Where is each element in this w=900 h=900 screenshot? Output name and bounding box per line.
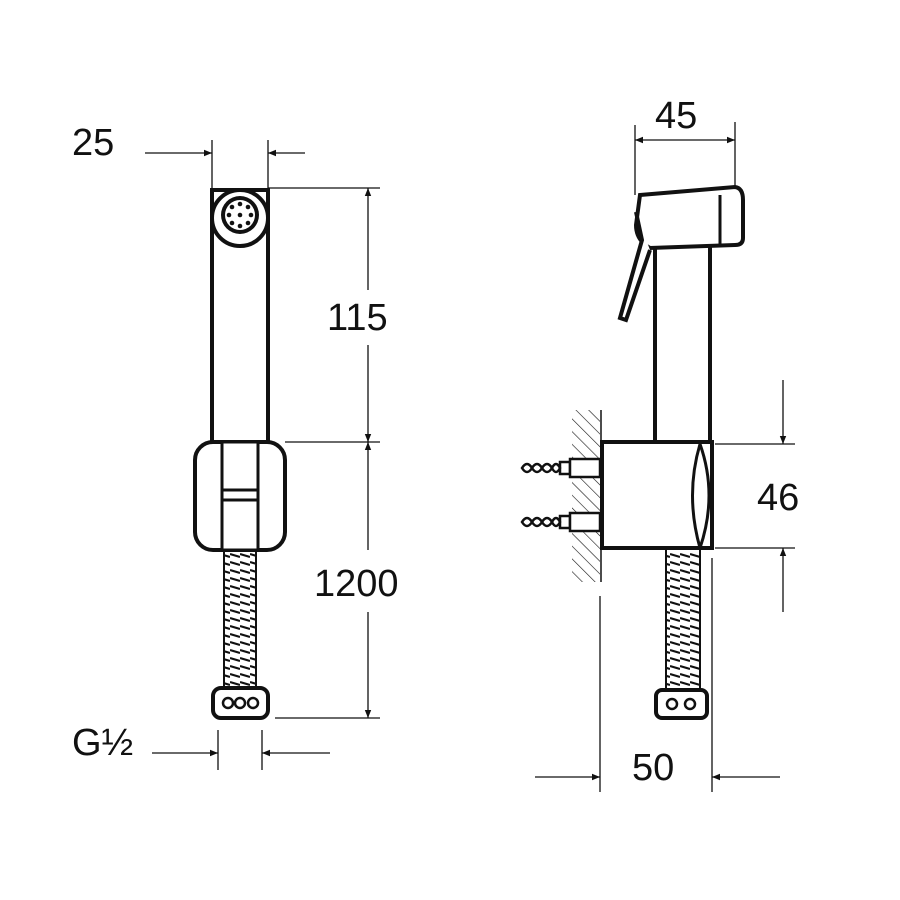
dimension-label: 50 [632,747,674,789]
hose-nut [654,688,709,720]
wall-anchor [520,457,602,479]
hose [665,547,701,691]
dimension-label: 1200 [314,563,399,605]
wall-anchor [520,511,602,533]
wall-hatch [572,410,600,582]
trigger-lever [617,211,652,323]
holder-slot [220,440,260,552]
dimension-label: 25 [72,122,114,164]
spray-head [633,184,745,251]
hose-nut [211,686,270,720]
dimension-label: 46 [757,477,799,519]
side-view [520,184,745,720]
dimension-thread: G½ [72,722,330,770]
hose [223,549,257,691]
dimension-115: 115 [268,187,388,443]
dimension-1200: 1200 [275,442,399,719]
handle-body [653,243,712,444]
dimension-label: 45 [655,95,697,137]
dimension-45: 45 [634,95,736,195]
dimension-25: 25 [72,122,305,188]
front-view [193,188,287,720]
dimension-50: 50 [535,558,780,792]
dimension-label: G½ [72,722,133,764]
dimension-46: 46 [715,380,799,612]
dimension-label: 115 [327,297,388,339]
spray-nozzle-icon [221,196,259,234]
